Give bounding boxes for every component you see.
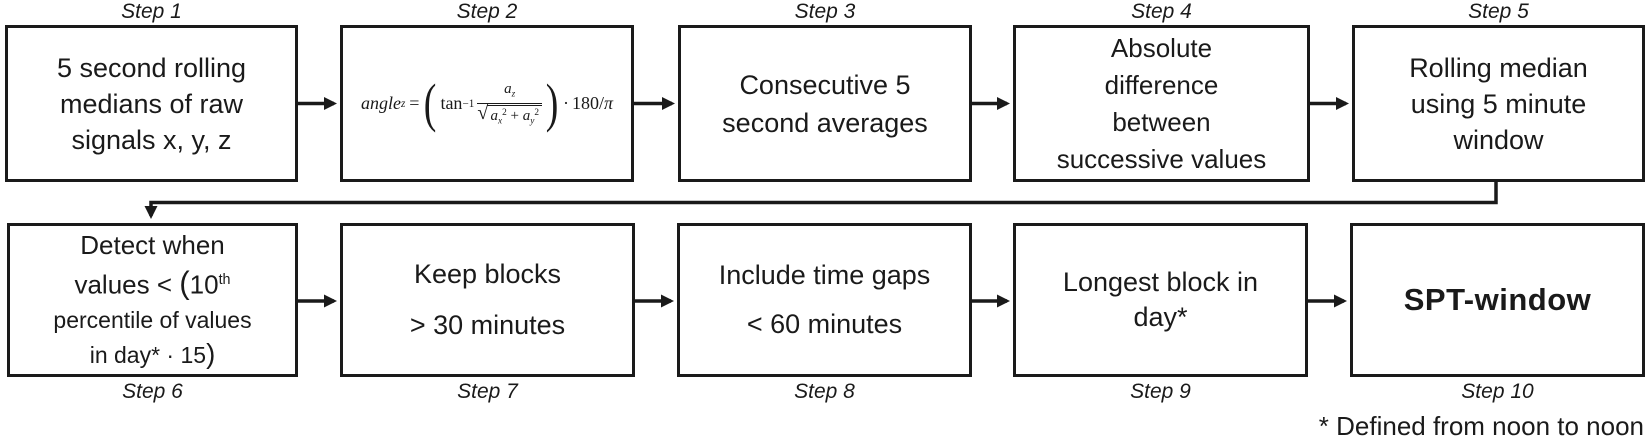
step3-box: Consecutive 5 second averages (678, 25, 972, 182)
step7-box: Keep blocks > 30 minutes (340, 223, 635, 377)
step10-box: SPT-window (1350, 223, 1645, 377)
step7-text-line: Keep blocks (413, 259, 562, 289)
spt-window-title: SPT-window (1403, 282, 1592, 317)
step5-label: Step 5 (1468, 0, 1529, 23)
step5-box: Rolling median using 5 minute window (1352, 25, 1645, 182)
step6-close-paren: ) (206, 337, 216, 369)
step9-box: Longest block in day* (1013, 223, 1308, 377)
step6-percentile-number: 10 (189, 269, 219, 300)
formula-left-paren: ( (424, 72, 437, 133)
formula-arctan: tan (440, 93, 463, 113)
step3-text-line: Consecutive 5 (739, 69, 911, 100)
step7-label: Step 7 (457, 380, 518, 403)
step4-label: Step 4 (1131, 0, 1192, 23)
step8-text-line: < 60 minutes (746, 309, 903, 339)
step6-text-line: in day* · 15) (90, 337, 216, 372)
step5-text-line: window (1453, 124, 1544, 155)
step6-text-line: Detect when (80, 228, 225, 263)
arrow-step5-step6-elbow (144, 181, 1498, 219)
formula-factor-180: 180 (571, 93, 599, 113)
sqrt-icon: √ (477, 101, 489, 124)
formula-den-sq-x: 2 (502, 107, 507, 118)
step2-label: Step 2 (456, 0, 518, 23)
formula-num-var: a (504, 81, 512, 98)
step9-text-line: day* (1133, 302, 1188, 332)
formula-equals: = (409, 93, 420, 113)
step6-text-line: values < (10th (74, 263, 230, 302)
step4-text-line: difference (1104, 69, 1219, 100)
step6-line2-pre: values < (74, 269, 180, 300)
step10-label: Step 10 (1461, 380, 1534, 403)
step5-text-line: using 5 minute (1410, 88, 1587, 119)
formula-numerator: az (502, 80, 517, 102)
formula-radicand: ax2 + ay2 (487, 104, 542, 127)
step6-line3: percentile of values (53, 306, 252, 333)
step6-text-line: percentile of values (53, 303, 251, 337)
formula-num-subscript: z (511, 89, 516, 100)
formula-lhs: angle (360, 93, 401, 113)
formula-pi: π (604, 93, 614, 113)
step1-text-line: medians of raw (59, 88, 244, 119)
step1-text-line: 5 second rolling (56, 52, 247, 83)
step1-text-line: signals x, y, z (71, 124, 232, 155)
footnote: * Defined from noon to noon (1318, 411, 1644, 441)
step4-text-line: Absolute (1110, 32, 1213, 63)
step9-text-line: Longest block in (1062, 267, 1259, 297)
step6-line4: in day* · 15 (89, 341, 207, 368)
step4-box: Absolute difference between successive v… (1013, 25, 1310, 182)
formula-den-sub-x: x (497, 115, 503, 126)
step4-text-line: successive values (1056, 143, 1267, 174)
step8-box: Include time gaps < 60 minutes (677, 223, 972, 377)
step6-line1: Detect when (80, 230, 225, 261)
step8-label: Step 8 (794, 380, 855, 403)
step6-label: Step 6 (122, 380, 183, 403)
step6-box: Detect when values < (10th percentile of… (7, 223, 298, 377)
step8-text-line: Include time gaps (718, 260, 931, 290)
step3-label: Step 3 (794, 0, 856, 23)
step7-text-line: > 30 minutes (409, 310, 566, 340)
formula-plus: + (510, 107, 519, 124)
step3-text-line: second averages (722, 107, 928, 138)
formula-arctan-exponent: −1 (462, 97, 475, 110)
formula-lhs-subscript: z (400, 97, 406, 110)
formula-den-var-y: a (522, 107, 531, 124)
step5-text-line: Rolling median (1409, 52, 1588, 83)
formula-slash: / (598, 93, 604, 113)
formula-denominator: √ ax2 + ay2 (477, 101, 542, 127)
formula-right-paren: ) (545, 72, 559, 133)
step6-open-paren: ( (179, 265, 190, 301)
formula-fraction: az √ ax2 + ay2 (477, 80, 542, 127)
step9-label: Step 9 (1130, 380, 1191, 403)
step1-box: 5 second rolling medians of raw signals … (5, 25, 298, 182)
formula-den-var-x: a (490, 107, 498, 124)
formula-den-sub-y: y (530, 115, 535, 126)
step6-ordinal-sup: th (218, 272, 231, 289)
step4-text-line: between (1112, 106, 1211, 137)
step1-label: Step 1 (121, 0, 182, 23)
formula-den-sq-y: 2 (534, 107, 539, 118)
formula-times-dot: · (562, 93, 569, 113)
